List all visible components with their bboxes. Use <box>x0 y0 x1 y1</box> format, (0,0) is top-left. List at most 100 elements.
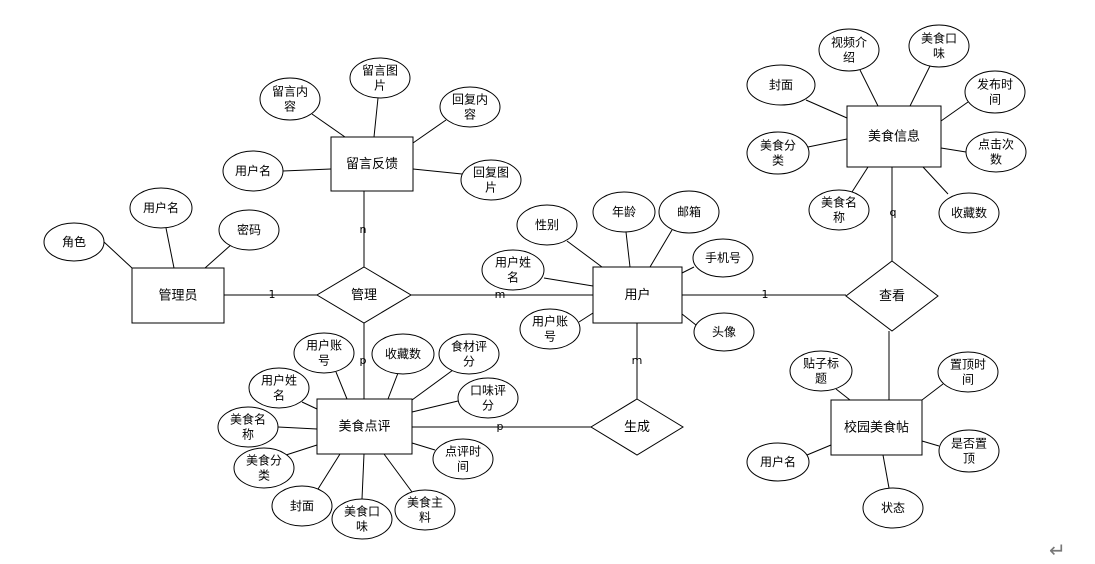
attribute-label: 美食名称 <box>821 195 857 225</box>
attribute-label: 留言内容 <box>272 85 308 114</box>
entity-feedback <box>330 136 414 192</box>
attribute-link <box>921 440 940 447</box>
attribute-link <box>543 277 594 287</box>
attribute-link <box>373 97 379 138</box>
entity-admin <box>131 267 225 324</box>
entity-label: 美食点评 <box>338 419 390 435</box>
attribute-label: 邮箱 <box>677 204 701 219</box>
attribute-label: 用户名 <box>235 163 271 178</box>
attribute-link <box>285 444 318 456</box>
attribute-post <box>789 350 853 392</box>
attribute-review <box>371 333 435 375</box>
entity-foodinfo <box>846 105 942 168</box>
cardinality-label: m <box>495 288 506 301</box>
attribute-link <box>681 313 697 326</box>
attribute-admin <box>43 222 105 262</box>
attribute-user <box>481 249 545 291</box>
attribute-foodinfo <box>746 131 810 175</box>
attribute-feedback <box>460 159 522 201</box>
attribute-user <box>519 308 581 350</box>
attribute-link <box>882 454 890 489</box>
attribute-link <box>851 166 869 193</box>
attribute-review <box>233 447 295 489</box>
attribute-label: 密码 <box>237 222 261 237</box>
attribute-feedback <box>349 57 411 99</box>
attribute-link <box>835 388 851 401</box>
cardinality-label: 1 <box>269 288 276 301</box>
attribute-link <box>806 444 832 456</box>
attribute-review <box>271 485 333 527</box>
attribute-label: 用户姓名 <box>261 373 297 403</box>
attribute-label: 回复图片 <box>473 166 509 195</box>
attribute-link <box>681 266 695 274</box>
attribute-post <box>937 351 999 393</box>
attribute-link <box>649 229 673 268</box>
attribute-label: 食材评分 <box>451 339 487 369</box>
attribute-link <box>578 312 594 323</box>
attribute-label: 手机号 <box>705 251 741 265</box>
attribute-label: 年龄 <box>612 205 636 219</box>
attribute-user <box>516 204 578 246</box>
relationship-label: 查看 <box>879 288 905 304</box>
attribute-post <box>938 429 1000 473</box>
entity-review <box>316 398 413 455</box>
attribute-user <box>693 312 755 352</box>
attribute-admin <box>218 209 280 251</box>
return-mark: ↵ <box>1049 538 1066 562</box>
attribute-review <box>331 498 393 540</box>
relationship-generate <box>590 398 684 456</box>
relationship-label: 生成 <box>624 420 650 435</box>
attribute-label: 置顶时间 <box>950 358 986 387</box>
cardinality-label: p <box>360 354 367 367</box>
attribute-review <box>432 438 494 480</box>
attribute-foodinfo <box>965 131 1027 173</box>
attribute-link <box>412 168 463 175</box>
attribute-link <box>277 426 318 430</box>
entity-label: 校园美食帖 <box>844 420 909 436</box>
attribute-link <box>361 453 365 500</box>
attribute-label: 用户名 <box>143 200 179 215</box>
relationship-view <box>845 260 939 332</box>
attribute-review <box>457 377 519 419</box>
attribute-link <box>921 383 944 401</box>
attribute-review <box>217 406 279 448</box>
attribute-link <box>311 113 346 138</box>
attribute-label: 美食主料 <box>407 495 443 525</box>
attribute-label: 封面 <box>290 499 314 513</box>
attribute-link <box>301 401 318 410</box>
entity-label: 美食信息 <box>868 129 920 145</box>
attribute-link <box>625 231 631 268</box>
attribute-label: 美食口味 <box>344 504 380 534</box>
attribute-label: 收藏数 <box>951 205 987 220</box>
attribute-link <box>859 69 879 107</box>
attribute-label: 美食名称 <box>230 412 266 442</box>
attribute-label: 美食口味 <box>921 31 957 61</box>
attribute-link <box>103 241 133 269</box>
attribute-user <box>692 238 754 278</box>
attribute-post <box>746 442 810 482</box>
attribute-link <box>165 227 175 269</box>
attribute-foodinfo <box>746 64 816 106</box>
attribute-label: 美食分类 <box>246 453 282 483</box>
attribute-feedback <box>259 77 321 121</box>
attribute-link <box>411 400 459 413</box>
relationship-label: 管理 <box>351 288 377 303</box>
attribute-label: 留言图片 <box>362 64 398 93</box>
attribute-review <box>438 333 500 375</box>
attribute-link <box>204 243 233 269</box>
attribute-label: 封面 <box>769 78 793 92</box>
attribute-link <box>412 119 447 144</box>
attribute-label: 回复内容 <box>452 93 488 122</box>
attribute-review <box>394 489 456 531</box>
attribute-label: 用户姓名 <box>495 255 531 285</box>
attribute-link <box>383 453 413 493</box>
attribute-label: 是否置顶 <box>951 437 987 466</box>
attribute-link <box>411 369 454 401</box>
entity-label: 管理员 <box>158 289 197 304</box>
relationship-manage <box>316 266 412 324</box>
attribute-foodinfo <box>908 24 970 68</box>
attribute-foodinfo <box>964 70 1026 114</box>
attribute-feedback <box>439 86 501 128</box>
attribute-label: 点评时间 <box>445 445 481 474</box>
